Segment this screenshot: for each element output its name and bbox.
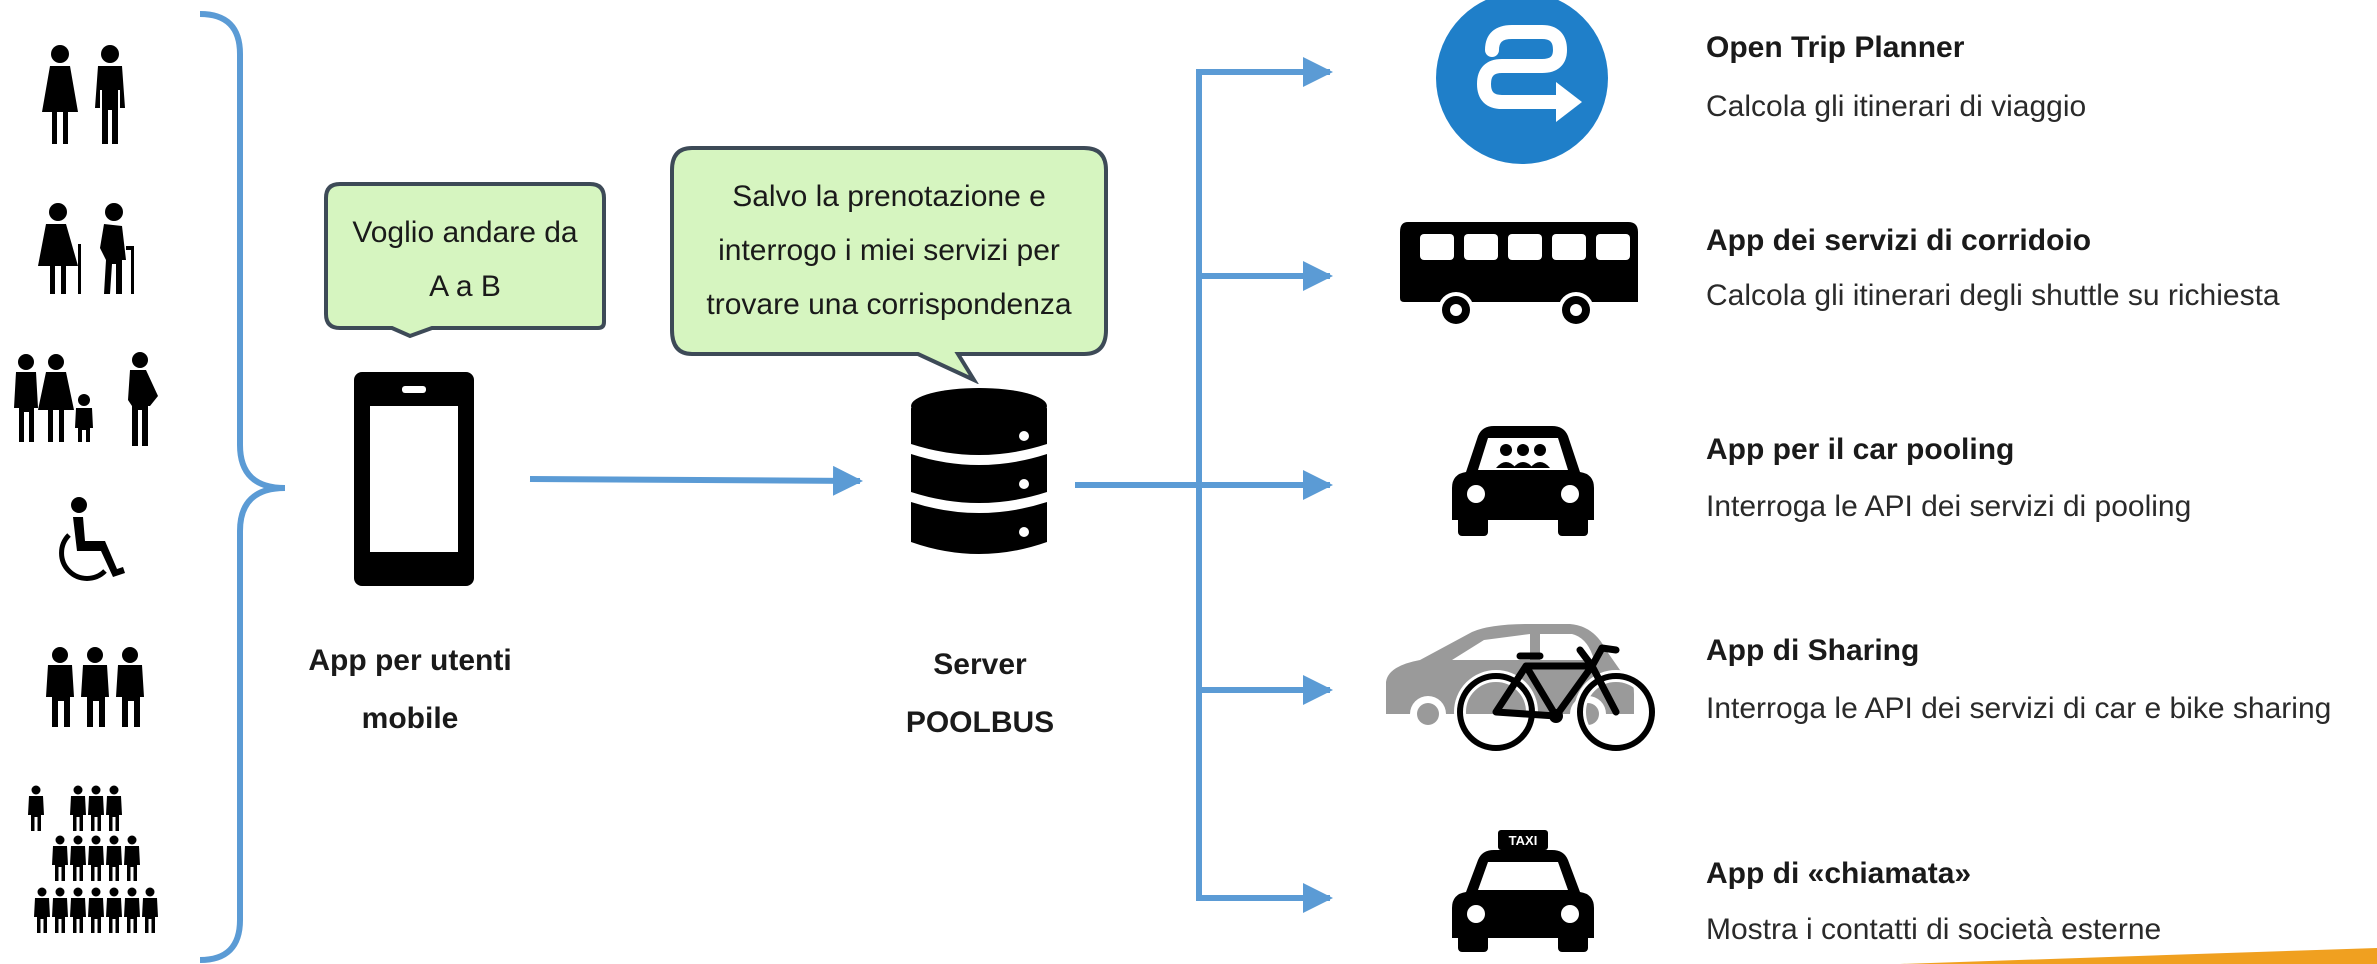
- service-title-carpooling: App per il car pooling: [1706, 433, 2015, 466]
- bus-icon: [1400, 222, 1638, 328]
- service-title-corridoio: App dei servizi di corridoio: [1706, 224, 2092, 257]
- service-desc-otp: Calcola gli itinerari di viaggio: [1706, 90, 2087, 123]
- open-trip-planner-logo-icon: [1436, 0, 1608, 164]
- service-title-chiamata: App di «chiamata»: [1706, 857, 1972, 890]
- database-server-icon: [911, 388, 1047, 554]
- server-label-line1: Server: [933, 648, 1027, 681]
- mobile-label-line2: mobile: [361, 702, 459, 735]
- service-title-otp: Open Trip Planner: [1706, 31, 1965, 64]
- accent-stripe: [1900, 948, 2377, 964]
- car-bike-sharing-icon: [1386, 624, 1658, 754]
- man-woman-icon: [42, 45, 125, 144]
- service-desc-sharing: Interroga le API dei servizi di car e bi…: [1706, 692, 2332, 725]
- phone-to-server-arrow: [529, 465, 863, 496]
- family-pregnant-icon: [14, 352, 158, 446]
- mobile-speech-bubble: [324, 182, 606, 339]
- server-bubble-line1: Salvo la prenotazione e: [732, 180, 1046, 213]
- server-bubble-line3: trovare una corrispondenza: [706, 288, 1072, 321]
- small-group-icon: [46, 647, 144, 727]
- service-title-sharing: App di Sharing: [1706, 634, 1920, 667]
- service-desc-carpooling: Interroga le API dei servizi di pooling: [1706, 490, 2192, 523]
- server-label-line2: POOLBUS: [905, 706, 1055, 739]
- crowd-pyramid-icon: [28, 785, 158, 933]
- user-groups-brace: [199, 11, 286, 963]
- wheelchair-user-icon: [59, 497, 125, 581]
- server-bubble-line2: interrogo i miei servizi per: [718, 234, 1060, 267]
- mobile-bubble-line2: A a B: [429, 270, 501, 303]
- svg-text:TAXI: TAXI: [1509, 833, 1538, 848]
- mobile-bubble-line1: Voglio andare da: [352, 216, 578, 249]
- server-speech-bubble: [670, 146, 1108, 384]
- service-desc-chiamata: Mostra i contatti di società esterne: [1706, 913, 2162, 946]
- service-desc-corridoio: Calcola gli itinerari degli shuttle su r…: [1706, 279, 2280, 312]
- mobile-label-line1: App per utenti: [308, 644, 512, 677]
- smartphone-icon: [354, 372, 474, 586]
- taxi-icon: TAXI: [1452, 830, 1594, 952]
- elderly-couple-icon: [38, 203, 134, 294]
- carpool-car-icon: [1452, 426, 1594, 536]
